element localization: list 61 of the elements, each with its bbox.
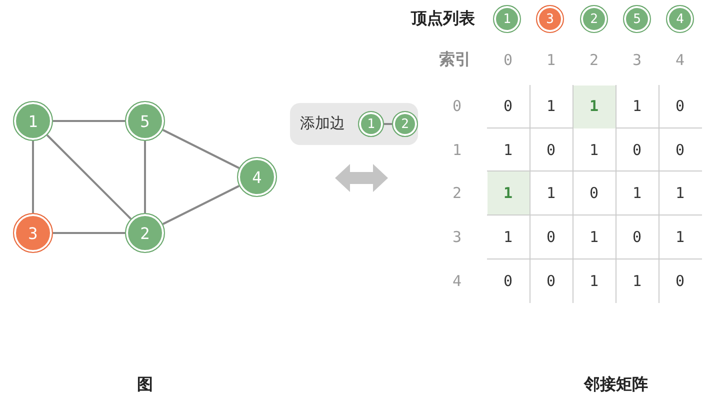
graph-edge: [53, 232, 125, 234]
matrix-value: 1: [503, 228, 513, 246]
vertex-circle: 5: [125, 101, 165, 141]
vertex-circle: 1: [358, 111, 384, 137]
vertex-circle: 1: [493, 5, 521, 33]
vertex-circle: 2: [580, 5, 608, 33]
graph-edge: [32, 141, 34, 213]
graph-edge: [162, 129, 240, 169]
graph-edge: [384, 123, 392, 125]
matrix-value: 1: [503, 141, 513, 159]
vertex-circle: 4: [237, 157, 277, 197]
index-number: 0: [503, 51, 513, 69]
matrix-value: 0: [675, 97, 685, 115]
matrix-value: 0: [503, 97, 513, 115]
graph-edge: [144, 141, 146, 213]
matrix-value: 1: [589, 272, 599, 290]
matrix-value: 1: [589, 141, 599, 159]
panel-label: 添加边: [300, 114, 345, 133]
graph-edge: [162, 185, 240, 225]
matrix-value: 0: [632, 228, 642, 246]
index-number: 0: [452, 97, 462, 115]
tooltip-panel: [290, 103, 418, 145]
caption: 图: [137, 374, 153, 396]
caption: 邻接矩阵: [584, 374, 648, 396]
vertex-circle: 2: [125, 213, 165, 253]
matrix-value: 0: [546, 228, 556, 246]
matrix-value: 1: [675, 228, 685, 246]
matrix-value: 1: [546, 97, 556, 115]
matrix-value: 0: [632, 141, 642, 159]
index-number: 3: [632, 51, 642, 69]
matrix-value: 0: [546, 141, 556, 159]
vertex-circle: 2: [392, 111, 418, 137]
matrix-value: 0: [675, 272, 685, 290]
index-number: 4: [452, 272, 462, 290]
matrix-value: 1: [503, 184, 513, 202]
matrix-value: 1: [675, 184, 685, 202]
graph-edge: [53, 120, 125, 122]
vertex-circle: 3: [536, 5, 564, 33]
vertex-circle: 4: [666, 5, 694, 33]
vertex-circle: 1: [13, 101, 53, 141]
list-title: 顶点列表: [411, 8, 475, 30]
vertex-circle: 5: [623, 5, 651, 33]
matrix-value: 1: [589, 97, 599, 115]
index-label: 索引: [439, 50, 471, 70]
index-number: 3: [452, 228, 462, 246]
matrix-value: 1: [632, 272, 642, 290]
matrix-value: 0: [503, 272, 513, 290]
vertex-circle: 3: [13, 213, 53, 253]
matrix-value: 1: [632, 184, 642, 202]
index-number: 4: [675, 51, 685, 69]
index-number: 1: [546, 51, 556, 69]
graph-edge: [46, 134, 132, 220]
matrix-value: 1: [632, 97, 642, 115]
matrix-value: 0: [589, 184, 599, 202]
matrix-value: 0: [675, 141, 685, 159]
index-number: 2: [589, 51, 599, 69]
matrix-value: 1: [589, 228, 599, 246]
index-number: 1: [452, 141, 462, 159]
index-number: 2: [452, 184, 462, 202]
matrix-value: 1: [546, 184, 556, 202]
matrix-value: 0: [546, 272, 556, 290]
